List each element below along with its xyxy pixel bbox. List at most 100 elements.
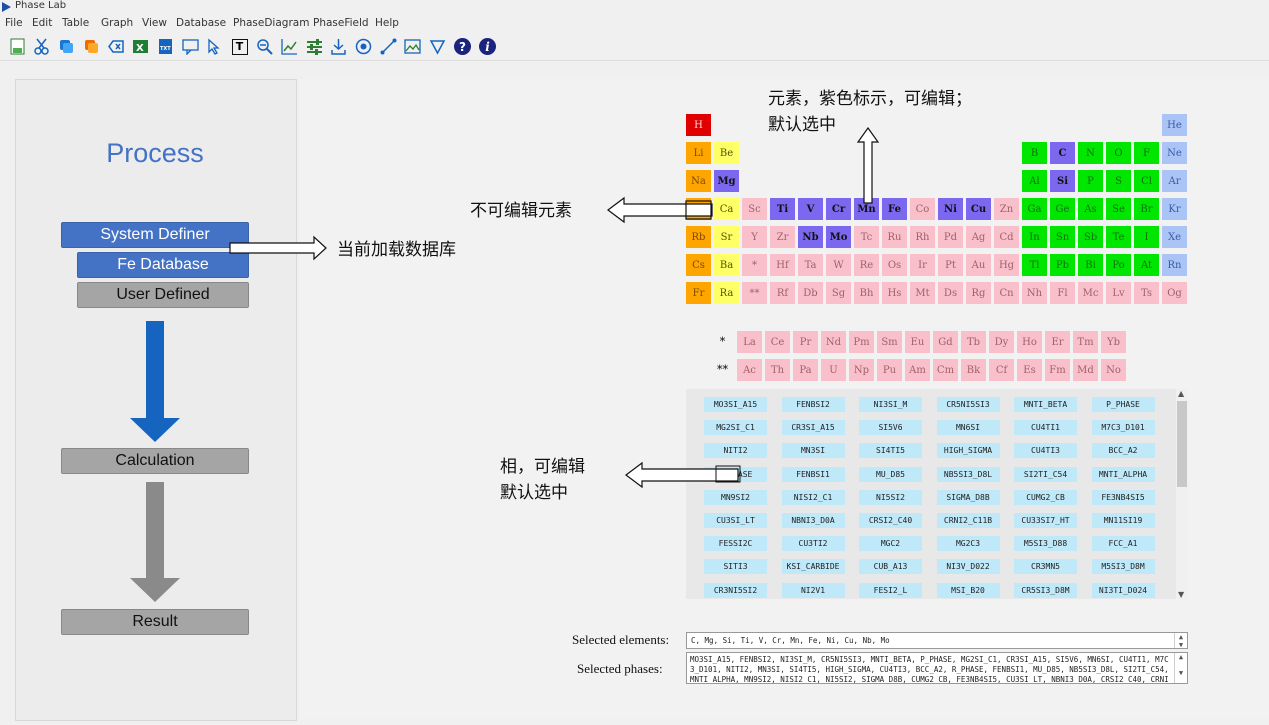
phase-item[interactable]: SI2TI_C54 [1014, 466, 1077, 482]
phases-spin-icon[interactable]: ▲▼ [1174, 653, 1187, 683]
menu-file[interactable]: File [5, 17, 23, 29]
phase-item[interactable]: MU_D85 [859, 466, 922, 482]
element-Cu[interactable]: Cu [966, 198, 991, 220]
phase-item[interactable]: FESSI2C [704, 536, 767, 552]
phase-item[interactable]: NBNI3_D0A [781, 513, 845, 528]
fe-database-button[interactable]: Fe Database [77, 252, 249, 278]
filter-icon[interactable] [428, 37, 447, 56]
download-icon[interactable] [329, 37, 348, 56]
menu-graph[interactable]: Graph [101, 17, 134, 29]
phase-item[interactable]: SIGMA_D8B [936, 489, 1000, 505]
phase-item[interactable]: P_PHASE [1091, 397, 1155, 412]
phase-item[interactable]: NITI2 [704, 443, 767, 459]
element-Ti[interactable]: Ti [770, 198, 795, 220]
phase-item[interactable]: KSI_CARBIDE [781, 559, 845, 575]
element-Mn[interactable]: Mn [854, 198, 879, 220]
phase-item[interactable]: MG2C3 [936, 536, 1000, 552]
phase-item[interactable]: NI2V1 [781, 582, 845, 598]
selected-elements-field[interactable]: C, Mg, Si, Ti, V, Cr, Mn, Fe, Ni, Cu, Nb… [686, 632, 1188, 649]
phase-item[interactable]: MN3SI [781, 443, 845, 459]
phase-item[interactable]: CU3TI2 [781, 536, 845, 552]
settings-icon[interactable] [305, 37, 324, 56]
element-V[interactable]: V [798, 198, 823, 220]
elements-spin-icon[interactable]: ▲▼ [1174, 633, 1187, 648]
text-icon[interactable]: T [230, 37, 249, 56]
phase-item[interactable]: NI3TI_D024 [1091, 582, 1155, 598]
target-icon[interactable] [354, 37, 373, 56]
phase-item[interactable]: BCC_A2 [1091, 443, 1155, 459]
phase-item[interactable]: MN11SI19 [1091, 513, 1155, 528]
phase-item[interactable]: CU4TI1 [1014, 420, 1077, 436]
phase-item[interactable]: NI5SI2 [859, 489, 922, 505]
cut-icon[interactable] [32, 37, 51, 56]
selected-phases-field[interactable]: MO3SI_A15, FENBSI2, NI3SI_M, CR5NI5SI3, … [686, 652, 1188, 684]
phase-item[interactable]: MNTI_ALPHA [1091, 466, 1155, 482]
phase-item[interactable]: HIGH_SIGMA [936, 443, 1000, 459]
image-icon[interactable] [403, 37, 422, 56]
element-Nb[interactable]: Nb [798, 226, 823, 248]
phase-scrollbar[interactable]: ▲ ▼ [1176, 389, 1188, 599]
scroll-up-icon[interactable]: ▲ [1178, 389, 1185, 398]
line-icon[interactable] [379, 37, 398, 56]
result-button[interactable]: Result [61, 609, 249, 635]
system-definer-button[interactable]: System Definer [61, 222, 249, 248]
copy-icon[interactable] [57, 37, 76, 56]
phase-item[interactable]: CU33SI7_HT [1014, 513, 1077, 528]
phase-item[interactable]: CU4TI3 [1014, 443, 1077, 459]
help-icon[interactable]: ? [453, 37, 472, 56]
phase-item[interactable]: MG2SI_C1 [704, 420, 767, 436]
scroll-thumb[interactable] [1177, 401, 1187, 487]
element-Si[interactable]: Si [1050, 170, 1075, 192]
phase-item[interactable]: M7C3_D101 [1091, 420, 1155, 436]
menu-help[interactable]: Help [375, 17, 399, 29]
menu-database[interactable]: Database [176, 17, 227, 29]
scroll-down-icon[interactable]: ▼ [1178, 590, 1185, 599]
element-Mg[interactable]: Mg [714, 170, 739, 192]
calculation-button[interactable]: Calculation [61, 448, 249, 474]
phase-item[interactable]: NB5SI3_D8L [936, 466, 1000, 482]
menu-phasediagram[interactable]: PhaseDiagram [233, 17, 310, 29]
info-icon[interactable]: i [478, 37, 497, 56]
phase-item[interactable]: FE3NB4SI5 [1091, 489, 1155, 505]
element-C[interactable]: C [1050, 142, 1075, 164]
element-Mo[interactable]: Mo [826, 226, 851, 248]
menu-table[interactable]: Table [62, 17, 90, 29]
phase-item[interactable]: CRSI2_C40 [859, 513, 922, 528]
comment-icon[interactable] [181, 37, 200, 56]
phase-item[interactable]: CR5SI3_D8M [1014, 582, 1077, 598]
phase-item[interactable]: M5SI3_D8M [1091, 559, 1155, 575]
menu-phasefield[interactable]: PhaseField [313, 17, 369, 29]
phase-item[interactable]: NI3SI_M [859, 397, 922, 412]
zoom-out-icon[interactable] [255, 37, 274, 56]
phase-item[interactable]: CRNI2_C11B [936, 513, 1000, 528]
paste-icon[interactable] [82, 37, 101, 56]
pointer-icon[interactable] [205, 37, 224, 56]
phase-item[interactable]: FENBSI1 [781, 466, 845, 482]
phase-item[interactable]: MN9SI2 [704, 489, 767, 505]
phase-item[interactable]: CR3NI5SI2 [704, 582, 767, 598]
element-Cr[interactable]: Cr [826, 198, 851, 220]
phase-item[interactable]: CR5NI5SI3 [936, 397, 1000, 412]
phase-item[interactable]: CR3SI_A15 [781, 420, 845, 436]
user-defined-button[interactable]: User Defined [77, 282, 249, 308]
phase-item[interactable]: MO3SI_A15 [704, 397, 767, 412]
phase-item[interactable]: SI5V6 [859, 420, 922, 436]
phase-item[interactable]: FENBSI2 [781, 397, 845, 412]
menu-view[interactable]: View [142, 17, 167, 29]
phase-item[interactable]: NISI2_C1 [781, 489, 845, 505]
element-Ni[interactable]: Ni [938, 198, 963, 220]
phase-item[interactable]: SITI3 [704, 559, 767, 575]
phase-item[interactable]: CU3SI_LT [704, 513, 767, 528]
excel-icon[interactable]: X [131, 37, 150, 56]
phase-item[interactable]: MN6SI [936, 420, 1000, 436]
phase-item[interactable]: M5SI3_D88 [1014, 536, 1077, 552]
phase-item[interactable]: FESI2_L [859, 582, 922, 598]
phase-item[interactable]: CUMG2_CB [1014, 489, 1077, 505]
chart-icon[interactable] [280, 37, 299, 56]
phase-item[interactable]: FCC_A1 [1091, 536, 1155, 552]
phase-item[interactable]: NI3V_D022 [936, 559, 1000, 575]
txt-icon[interactable]: TXT [156, 37, 175, 56]
phase-item[interactable]: MSI_B20 [936, 582, 1000, 598]
delete-icon[interactable] [107, 37, 126, 56]
save-icon[interactable] [8, 37, 27, 56]
